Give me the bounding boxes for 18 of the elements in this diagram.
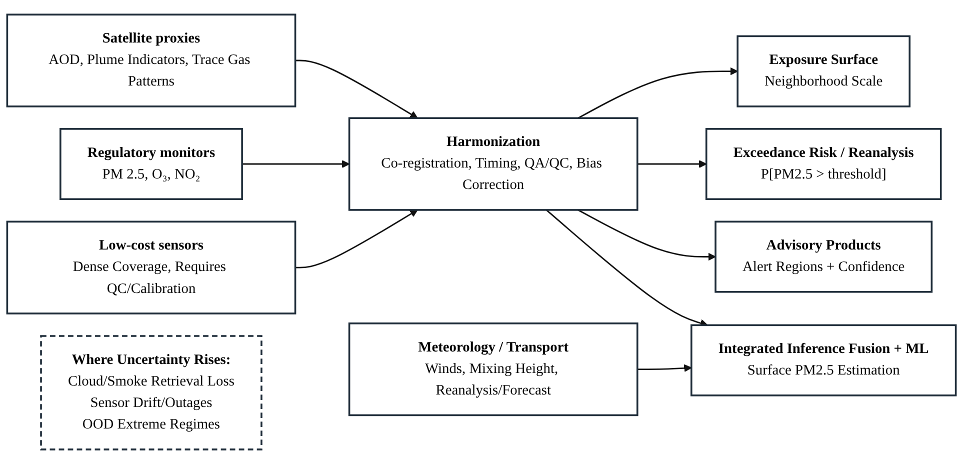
arrow [578,67,738,119]
arrow [242,160,350,168]
node-box: Meteorology / Transport Winds, Mixing Height, Reanalysis/Forecast [348,322,638,416]
node-box: Satellite proxies AOD, Plume Indicators, Trace Gas Patterns [6,14,296,108]
node-box: Regulatory monitors PM 2.5, O₃, NO₂ [60,128,243,200]
node-box: Harmonization Co-registration, Timing, QA/QC, Bias Correction [348,117,638,211]
node-box: Where Uncertainty Rises: Cloud/Smoke Retrieval Loss Sensor Drift/Outages OOD Extreme Regimes [40,335,262,450]
node-box: Exceedance Risk / Reanalysis P[PM2.5 > threshold] [705,128,942,200]
arrow [295,210,418,268]
node-box: Advisory Products Alert Regions + Confidence [714,220,933,293]
arrow [637,364,692,372]
node-box: Exposure Surface Neighborhood Scale [736,35,910,108]
node-box: Integrated Inference Fusion + ML Surface PM2.5 Estimation [690,324,957,396]
arrow [637,160,707,168]
arrow [546,209,708,327]
arrow [578,209,716,261]
arrow [295,60,418,118]
node-box: Low-cost sensors Dense Coverage, Requires QC/Calibration [6,220,296,314]
